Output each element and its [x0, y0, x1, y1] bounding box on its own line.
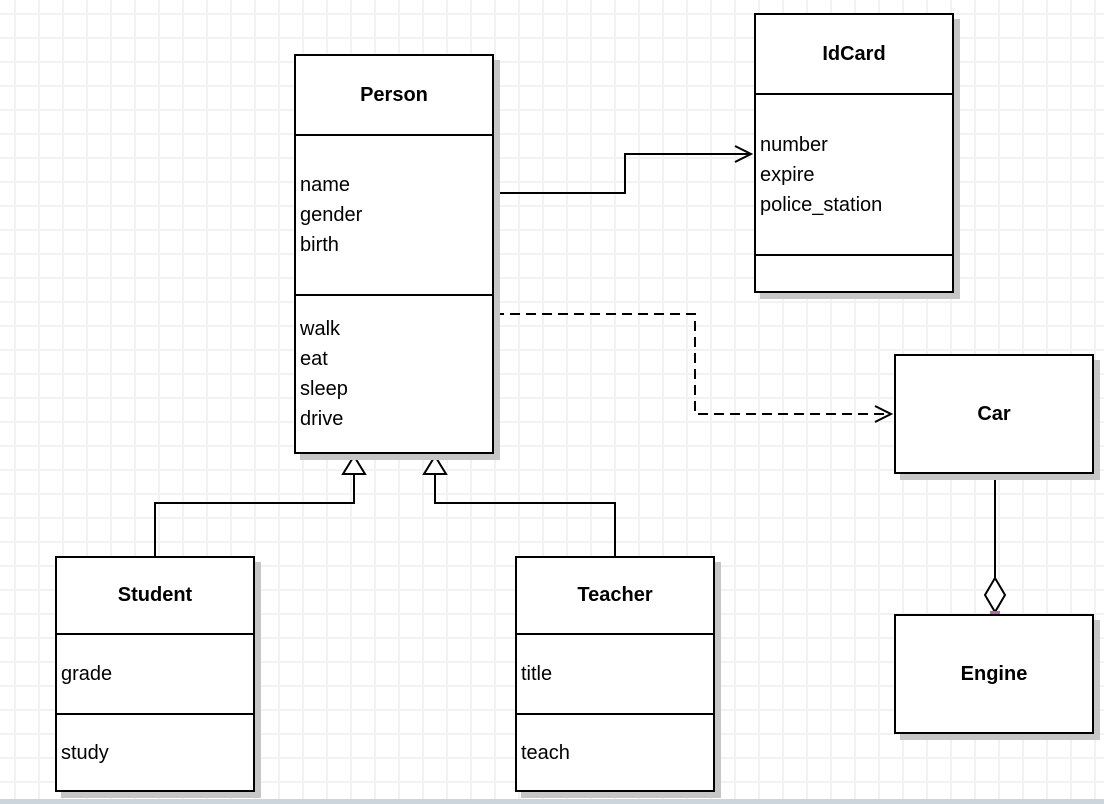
class-engine[interactable]: Engine	[894, 614, 1094, 734]
endpoint-handle[interactable]	[990, 469, 1000, 479]
class-teacher-title: Teacher	[577, 584, 653, 606]
hollow-diamond-icon	[983, 576, 1007, 614]
attribute: gender	[300, 204, 363, 226]
method: drive	[300, 408, 344, 430]
hollow-triangle-icon	[341, 454, 367, 475]
method: sleep	[300, 378, 348, 400]
generalization-teacher-person[interactable]	[422, 454, 616, 556]
class-student-attributes: grade	[57, 633, 253, 713]
class-car-title: Car	[977, 402, 1011, 425]
attribute: number	[760, 133, 828, 156]
class-idcard-methods	[756, 254, 952, 291]
attribute: name	[300, 174, 351, 196]
class-idcard[interactable]: IdCard number expire police_station	[754, 13, 954, 293]
dependency-person-car[interactable]	[494, 313, 894, 423]
class-person-title: Person	[360, 83, 428, 106]
class-student[interactable]: Student grade study	[55, 556, 255, 792]
class-teacher-attributes: title	[517, 633, 713, 713]
method: study	[61, 741, 109, 764]
aggregation-car-engine[interactable]	[983, 469, 1007, 621]
class-person-methods: walk eat sleep drive	[296, 294, 492, 452]
hollow-triangle-icon	[422, 454, 448, 475]
class-student-title: Student	[117, 584, 193, 606]
association-person-idcard[interactable]	[494, 145, 754, 194]
method: teach	[521, 741, 570, 764]
canvas-bottom-edge	[0, 799, 1104, 804]
class-teacher-methods: teach	[517, 713, 713, 790]
attribute: expire	[760, 163, 815, 186]
class-idcard-attributes: number expire police_station	[756, 93, 952, 254]
attribute: grade	[61, 663, 113, 685]
class-person-attributes: name gender birth	[296, 134, 492, 294]
class-car[interactable]: Car	[894, 354, 1094, 474]
method: walk	[300, 318, 341, 340]
class-person[interactable]: Person name gender birth walk eat sleep …	[294, 54, 494, 454]
attribute: title	[521, 663, 553, 685]
attribute: police_station	[760, 193, 883, 216]
attribute: birth	[300, 234, 339, 256]
class-engine-title: Engine	[960, 662, 1028, 685]
class-idcard-title: IdCard	[822, 42, 886, 65]
class-teacher[interactable]: Teacher title teach	[515, 556, 715, 792]
generalization-student-person[interactable]	[154, 454, 367, 556]
method: eat	[300, 348, 328, 370]
class-student-methods: study	[57, 713, 253, 790]
